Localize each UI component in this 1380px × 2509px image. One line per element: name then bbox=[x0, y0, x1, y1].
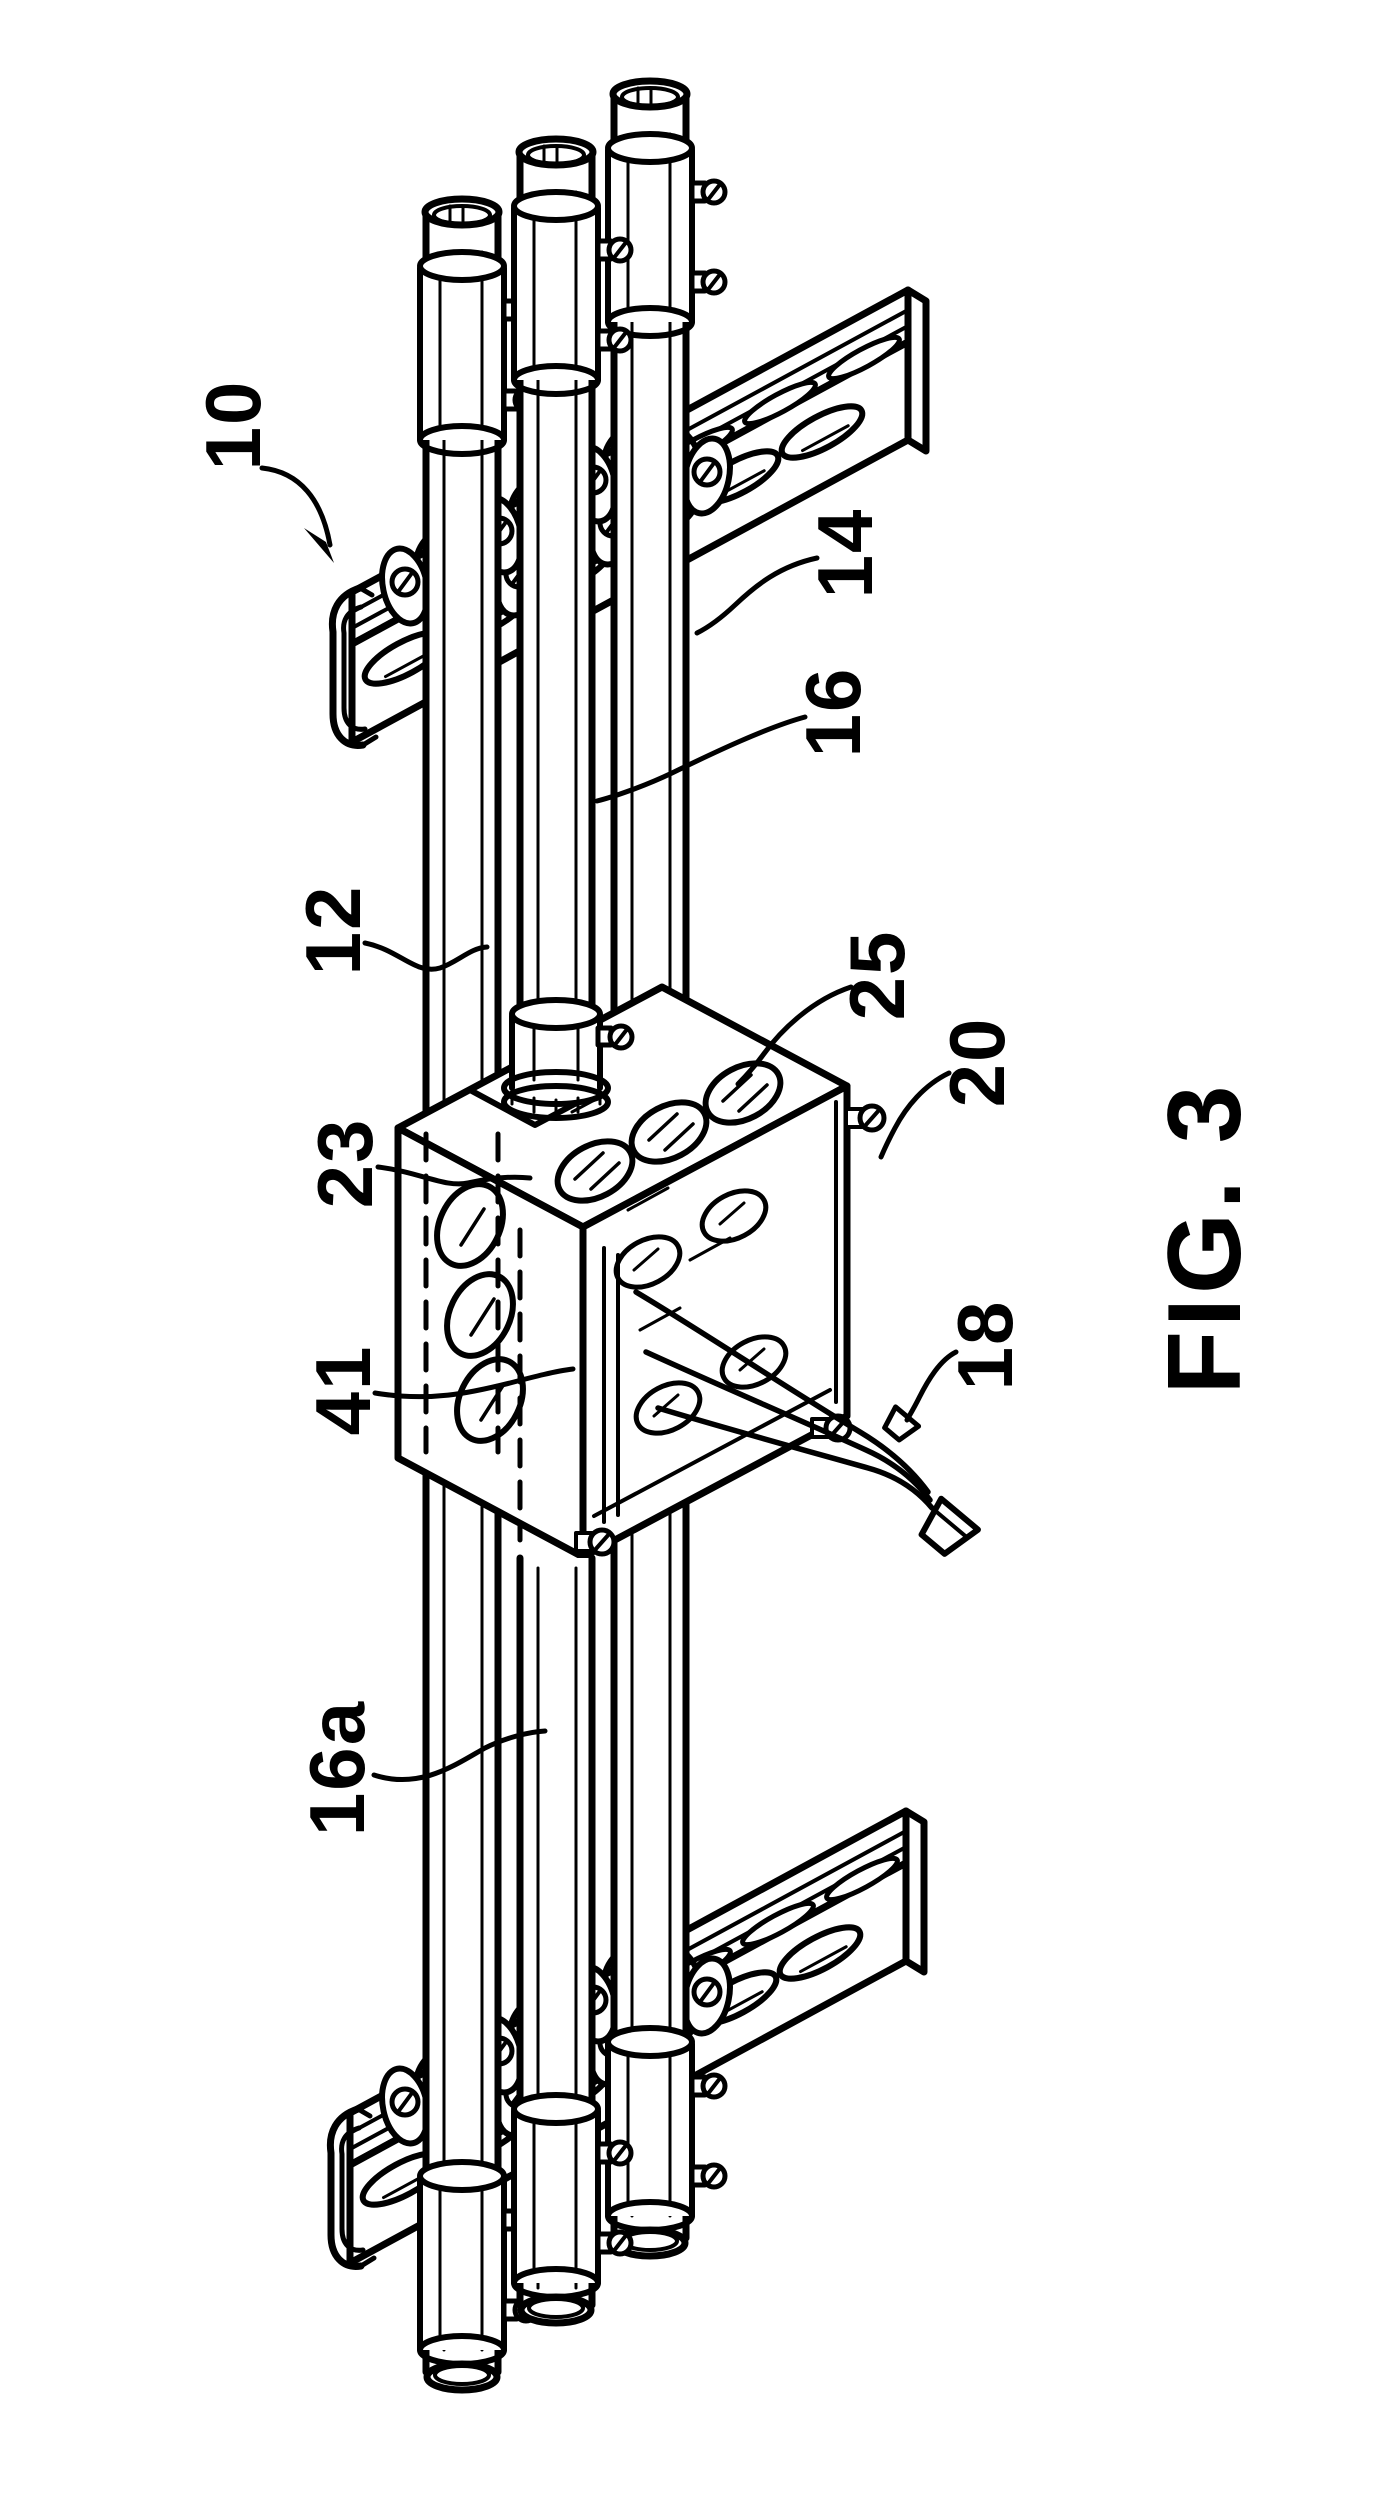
leader-16 bbox=[594, 714, 808, 804]
junction-box-interior bbox=[592, 1100, 838, 1524]
leader-lines bbox=[259, 465, 959, 1782]
leader-14 bbox=[694, 555, 820, 636]
leader-20 bbox=[878, 1070, 952, 1160]
leader-23 bbox=[375, 1164, 533, 1187]
leader-16a bbox=[371, 1728, 548, 1782]
leader-10-arrowhead bbox=[304, 528, 334, 563]
figure-caption: FIG. 3 bbox=[1147, 1081, 1263, 1395]
wires bbox=[633, 1289, 981, 1557]
leader-18 bbox=[904, 1349, 959, 1423]
coupling-right-top bbox=[608, 134, 725, 336]
junction-box bbox=[394, 983, 884, 1561]
ref-label-25: 25 bbox=[833, 929, 921, 1021]
conduit-connector bbox=[501, 997, 635, 1121]
conduit-middle-lower bbox=[514, 1554, 631, 2327]
ref-label-20: 20 bbox=[933, 1016, 1021, 1108]
ref-label-16a: 16a bbox=[293, 1699, 381, 1837]
wire-nut bbox=[918, 1495, 981, 1557]
leader-12 bbox=[362, 940, 490, 972]
ref-label-16: 16 bbox=[789, 666, 877, 758]
conduit-middle-upper bbox=[514, 135, 631, 1016]
lower-strut-end-profile bbox=[326, 2105, 377, 2270]
ref-label-12: 12 bbox=[289, 884, 377, 976]
ref-label-23: 23 bbox=[301, 1117, 389, 1209]
ref-label-10: 10 bbox=[189, 379, 277, 471]
leader-10 bbox=[259, 465, 333, 548]
wire-end-ferrule bbox=[882, 1404, 922, 1443]
ref-label-41: 41 bbox=[299, 1344, 387, 1436]
ref-label-14: 14 bbox=[801, 507, 889, 599]
ref-label-18: 18 bbox=[941, 1299, 1029, 1391]
leader-41 bbox=[372, 1366, 576, 1400]
box-corner-screw-left bbox=[576, 1530, 614, 1554]
upper-strut-end-profile bbox=[328, 584, 379, 749]
leader-25 bbox=[735, 984, 854, 1087]
box-corner-screw-top bbox=[846, 1106, 884, 1130]
